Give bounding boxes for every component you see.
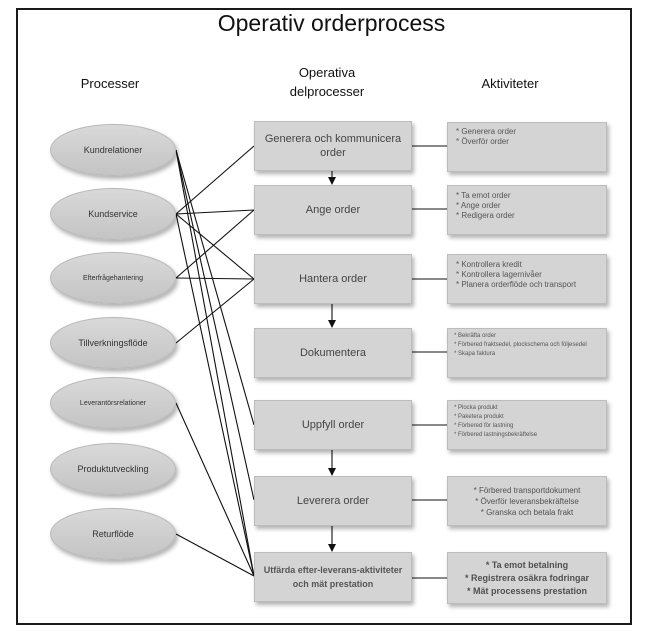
- process-leverantorsrelationer: Leverantörsrelationer: [50, 377, 176, 429]
- link-kundrelationer-utfarda: [175, 149, 255, 577]
- activity-item: * Kontrollera lagernivåer: [456, 270, 542, 279]
- activity-item: * Planera orderflöde och transport: [456, 280, 577, 289]
- activity-item: * Överför order: [456, 137, 509, 146]
- activity-item: * Förbered lastningsbekräftelse: [454, 432, 538, 438]
- activity-box-7: * Ta emot betalning * Registrera osäkra …: [447, 552, 607, 604]
- activity-item: * Paketera produkt: [454, 414, 504, 420]
- process-returflode: Returflöde: [50, 508, 176, 560]
- link-leverantor-utfarda: [175, 402, 255, 577]
- activity-item: * Registrera osäkra fodringar: [464, 573, 590, 583]
- subprocesses-header-line1: Operativa: [298, 65, 356, 80]
- activity-item: * Ange order: [456, 201, 501, 210]
- activity-item: * Förbered fraktsedel, plockschema och f…: [454, 342, 587, 348]
- process-efterfragehantering: Efterfrågehantering: [50, 252, 176, 304]
- activity-box-3: * Kontrollera kredit * Kontrollera lager…: [447, 254, 607, 304]
- activity-box-4: * Bekräfta order * Förbered fraktsedel, …: [447, 328, 607, 378]
- process-kundservice: Kundservice: [50, 188, 176, 240]
- activity-item: * Förbered transportdokument: [473, 486, 581, 495]
- subprocesses-header: Operativa delprocesser: [262, 63, 392, 101]
- link-tillverkning-hantera: [175, 278, 255, 344]
- activity-item: * Förbered för lastning: [454, 423, 514, 429]
- subprocess-generera: Generera och kommunicera order: [254, 121, 412, 171]
- link-kundservice-utfarda: [175, 213, 255, 577]
- activity-item: * Bekräfta order: [454, 333, 497, 339]
- subprocess-leverera-order: Leverera order: [254, 476, 412, 526]
- link-kundrelationer-leverera: [175, 149, 255, 501]
- activity-box-2: * Ta emot order * Ange order * Redigera …: [447, 185, 607, 235]
- activity-item: * Redigera order: [456, 211, 515, 220]
- subprocess-uppfyll-order: Uppfyll order: [254, 400, 412, 450]
- subprocess-ange-order: Ange order: [254, 185, 412, 235]
- link-returflode-utfarda: [175, 533, 255, 577]
- activities-header: Aktiviteter: [481, 76, 539, 91]
- activity-item: * Ta emot order: [456, 191, 511, 200]
- activity-item: * Ta emot betalning: [485, 560, 569, 570]
- activity-item: * Överför leveransbekräftelse: [475, 497, 579, 506]
- activity-box-5: * Plocka produkt * Paketera produkt * Fö…: [447, 400, 607, 450]
- processes-header: Processer: [80, 76, 140, 91]
- activity-item: * Generera order: [456, 127, 517, 136]
- activity-item: * Kontrollera kredit: [456, 260, 522, 269]
- subprocess-hantera-order: Hantera order: [254, 254, 412, 304]
- link-kundservice-hantera: [175, 213, 255, 280]
- link-efterfragan-hantera: [175, 277, 255, 280]
- activity-box-6: * Förbered transportdokument * Överför l…: [447, 476, 607, 526]
- process-tillverkningsflode: Tillverkningsflöde: [50, 317, 176, 369]
- activity-item: * Skapa faktura: [454, 351, 496, 357]
- link-kundservice-ange: [175, 209, 255, 215]
- activity-item: * Granska och betala frakt: [480, 508, 574, 517]
- subprocess-dokumentera: Dokumentera: [254, 328, 412, 378]
- activity-box-1: * Generera order * Överför order: [447, 122, 607, 172]
- process-produktutveckling: Produktutveckling: [50, 443, 176, 495]
- link-kundservice-generera: [175, 145, 255, 215]
- link-kundrelationer-uppfyll: [175, 149, 255, 426]
- link-efterfragan-ange: [175, 209, 255, 279]
- activity-item: * Plocka produkt: [454, 405, 498, 411]
- diagram-frame: [16, 8, 632, 625]
- diagram-title: Operativ orderprocess: [217, 10, 446, 36]
- subprocesses-header-line2: delprocesser: [289, 84, 365, 99]
- subprocess-utfarda: Utfärda efter-leverans-aktiviteter och m…: [254, 552, 412, 602]
- process-kundrelationer: Kundrelationer: [50, 124, 176, 176]
- activity-item: * Mät processens prestation: [466, 586, 588, 596]
